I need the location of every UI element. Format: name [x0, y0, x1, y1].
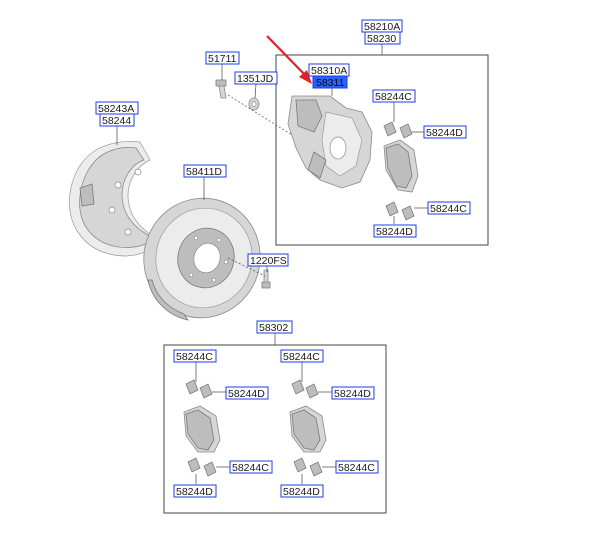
washer-part — [248, 97, 260, 111]
svg-text:58411D: 58411D — [186, 166, 222, 178]
svg-text:58244D: 58244D — [228, 388, 265, 400]
label-lr-58244D[interactable]: 58244D — [331, 386, 375, 400]
label-58230[interactable]: 58230 — [364, 31, 401, 45]
label-lr-58244D-b[interactable]: 58244D — [280, 484, 324, 498]
svg-text:58244C: 58244C — [232, 462, 269, 474]
svg-text:58302: 58302 — [259, 322, 288, 334]
svg-text:58244C: 58244C — [375, 91, 412, 103]
label-58311-highlighted[interactable]: 58311 — [312, 75, 348, 89]
svg-text:58230: 58230 — [367, 33, 396, 45]
svg-text:58311: 58311 — [316, 77, 345, 89]
label-58244[interactable]: 58244 — [99, 113, 135, 127]
caliper-housing-part — [287, 95, 373, 189]
svg-text:58244C: 58244C — [283, 351, 320, 363]
svg-text:1220FS: 1220FS — [250, 255, 287, 267]
brake-disc-part — [143, 197, 261, 321]
label-51711[interactable]: 51711 — [205, 51, 240, 65]
label-upper-58244C[interactable]: 58244C — [372, 89, 416, 103]
guide-bolt-part — [215, 79, 227, 99]
label-58302[interactable]: 58302 — [256, 320, 293, 334]
label-58310A[interactable]: 58310A — [308, 63, 350, 77]
label-upper-58244D-b[interactable]: 58244D — [373, 224, 417, 238]
label-ll-58244C-b[interactable]: 58244C — [229, 460, 273, 474]
svg-text:58244D: 58244D — [283, 486, 320, 498]
upper-clips-part — [383, 121, 415, 221]
svg-text:58210A: 58210A — [364, 21, 400, 33]
dust-cover-part — [69, 141, 159, 257]
svg-text:58244D: 58244D — [376, 226, 413, 238]
leader-1351JD — [254, 83, 257, 99]
screw-dash-line — [227, 257, 266, 277]
label-ll-58244C[interactable]: 58244C — [173, 349, 217, 363]
lower-left-pads-part — [183, 379, 221, 477]
lower-right-pads-part — [289, 379, 327, 477]
svg-text:58244D: 58244D — [334, 388, 371, 400]
pad-kit-box — [163, 344, 387, 514]
svg-text:58243A: 58243A — [98, 103, 134, 115]
label-ll-58244D-b[interactable]: 58244D — [173, 484, 217, 498]
label-lr-58244C[interactable]: 58244C — [280, 349, 324, 363]
label-ll-58244D[interactable]: 58244D — [225, 386, 269, 400]
svg-text:58244D: 58244D — [176, 486, 213, 498]
caliper-assembly-box — [275, 54, 489, 246]
svg-text:58244C: 58244C — [176, 351, 213, 363]
label-upper-58244D[interactable]: 58244D — [423, 125, 467, 139]
svg-text:58244D: 58244D — [426, 127, 463, 139]
svg-text:58244C: 58244C — [430, 203, 467, 215]
label-1220FS[interactable]: 1220FS — [247, 253, 289, 267]
label-upper-58244C-b[interactable]: 58244C — [427, 201, 471, 215]
label-58210A[interactable]: 58210A — [361, 19, 403, 33]
label-58411D[interactable]: 58411D — [183, 164, 227, 178]
svg-text:51711: 51711 — [208, 53, 237, 65]
label-lr-58244C-b[interactable]: 58244C — [335, 460, 379, 474]
highlight-arrow — [266, 35, 312, 84]
svg-text:58310A: 58310A — [311, 65, 347, 77]
svg-text:1351JD: 1351JD — [237, 73, 274, 85]
svg-text:58244: 58244 — [102, 115, 131, 127]
disc-screw-part — [261, 269, 271, 289]
label-1351JD[interactable]: 1351JD — [234, 71, 278, 85]
label-58243A[interactable]: 58243A — [95, 101, 139, 115]
svg-text:58244C: 58244C — [338, 462, 375, 474]
upper-brake-pads-part — [383, 139, 419, 193]
